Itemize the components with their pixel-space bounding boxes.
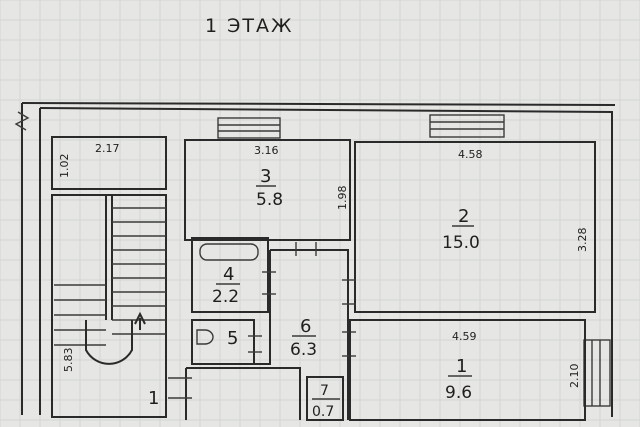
stair-block: [51, 194, 167, 418]
room-5-label-number: 5: [227, 328, 238, 349]
room-3-area: 5.8: [256, 190, 283, 210]
room-7: [306, 376, 344, 421]
dim-top-left-height: 1.02: [58, 154, 71, 179]
room-4-area: 2.2: [212, 287, 239, 307]
dim-room1-height: 2.10: [568, 364, 581, 389]
room-2-area: 15.0: [442, 233, 480, 253]
room-4: [191, 237, 269, 313]
dim-room2-width: 4.58: [458, 148, 483, 161]
room-1: [349, 319, 586, 421]
outer-walls: [14, 102, 616, 417]
bathtub-icon: [199, 243, 259, 261]
dim-room1-width: 4.59: [452, 330, 477, 343]
toilet-icon: [196, 329, 214, 345]
room-3-label-number: 3: [260, 166, 271, 187]
room-2-label-number: 2: [458, 206, 469, 227]
dim-room3-width: 3.16: [254, 144, 279, 157]
room-1-area: 9.6: [445, 383, 472, 403]
dim-stair-height: 5.83: [62, 348, 75, 373]
room-4-label-number: 4: [223, 264, 234, 285]
room-7-area: 0.7: [312, 404, 334, 420]
room-5: [191, 319, 255, 365]
room-2: [354, 141, 596, 313]
room-top-left: [51, 136, 167, 190]
window-right: [583, 339, 611, 407]
dim-room3-height: 1.98: [336, 186, 349, 211]
room-7-label-number: 7: [320, 383, 329, 399]
room-6-label-number: 6: [300, 316, 311, 337]
dim-room2-height: 3.28: [576, 228, 589, 253]
room-6-area: 6.3: [290, 340, 317, 360]
dim-top-left-width: 2.17: [95, 142, 120, 155]
window-top-left: [217, 117, 281, 139]
room-1-label-number: 1: [456, 356, 467, 377]
floor-title: 1 ЭТАЖ: [205, 15, 293, 37]
stair-label: 1: [148, 388, 159, 409]
window-top-right: [429, 114, 505, 138]
